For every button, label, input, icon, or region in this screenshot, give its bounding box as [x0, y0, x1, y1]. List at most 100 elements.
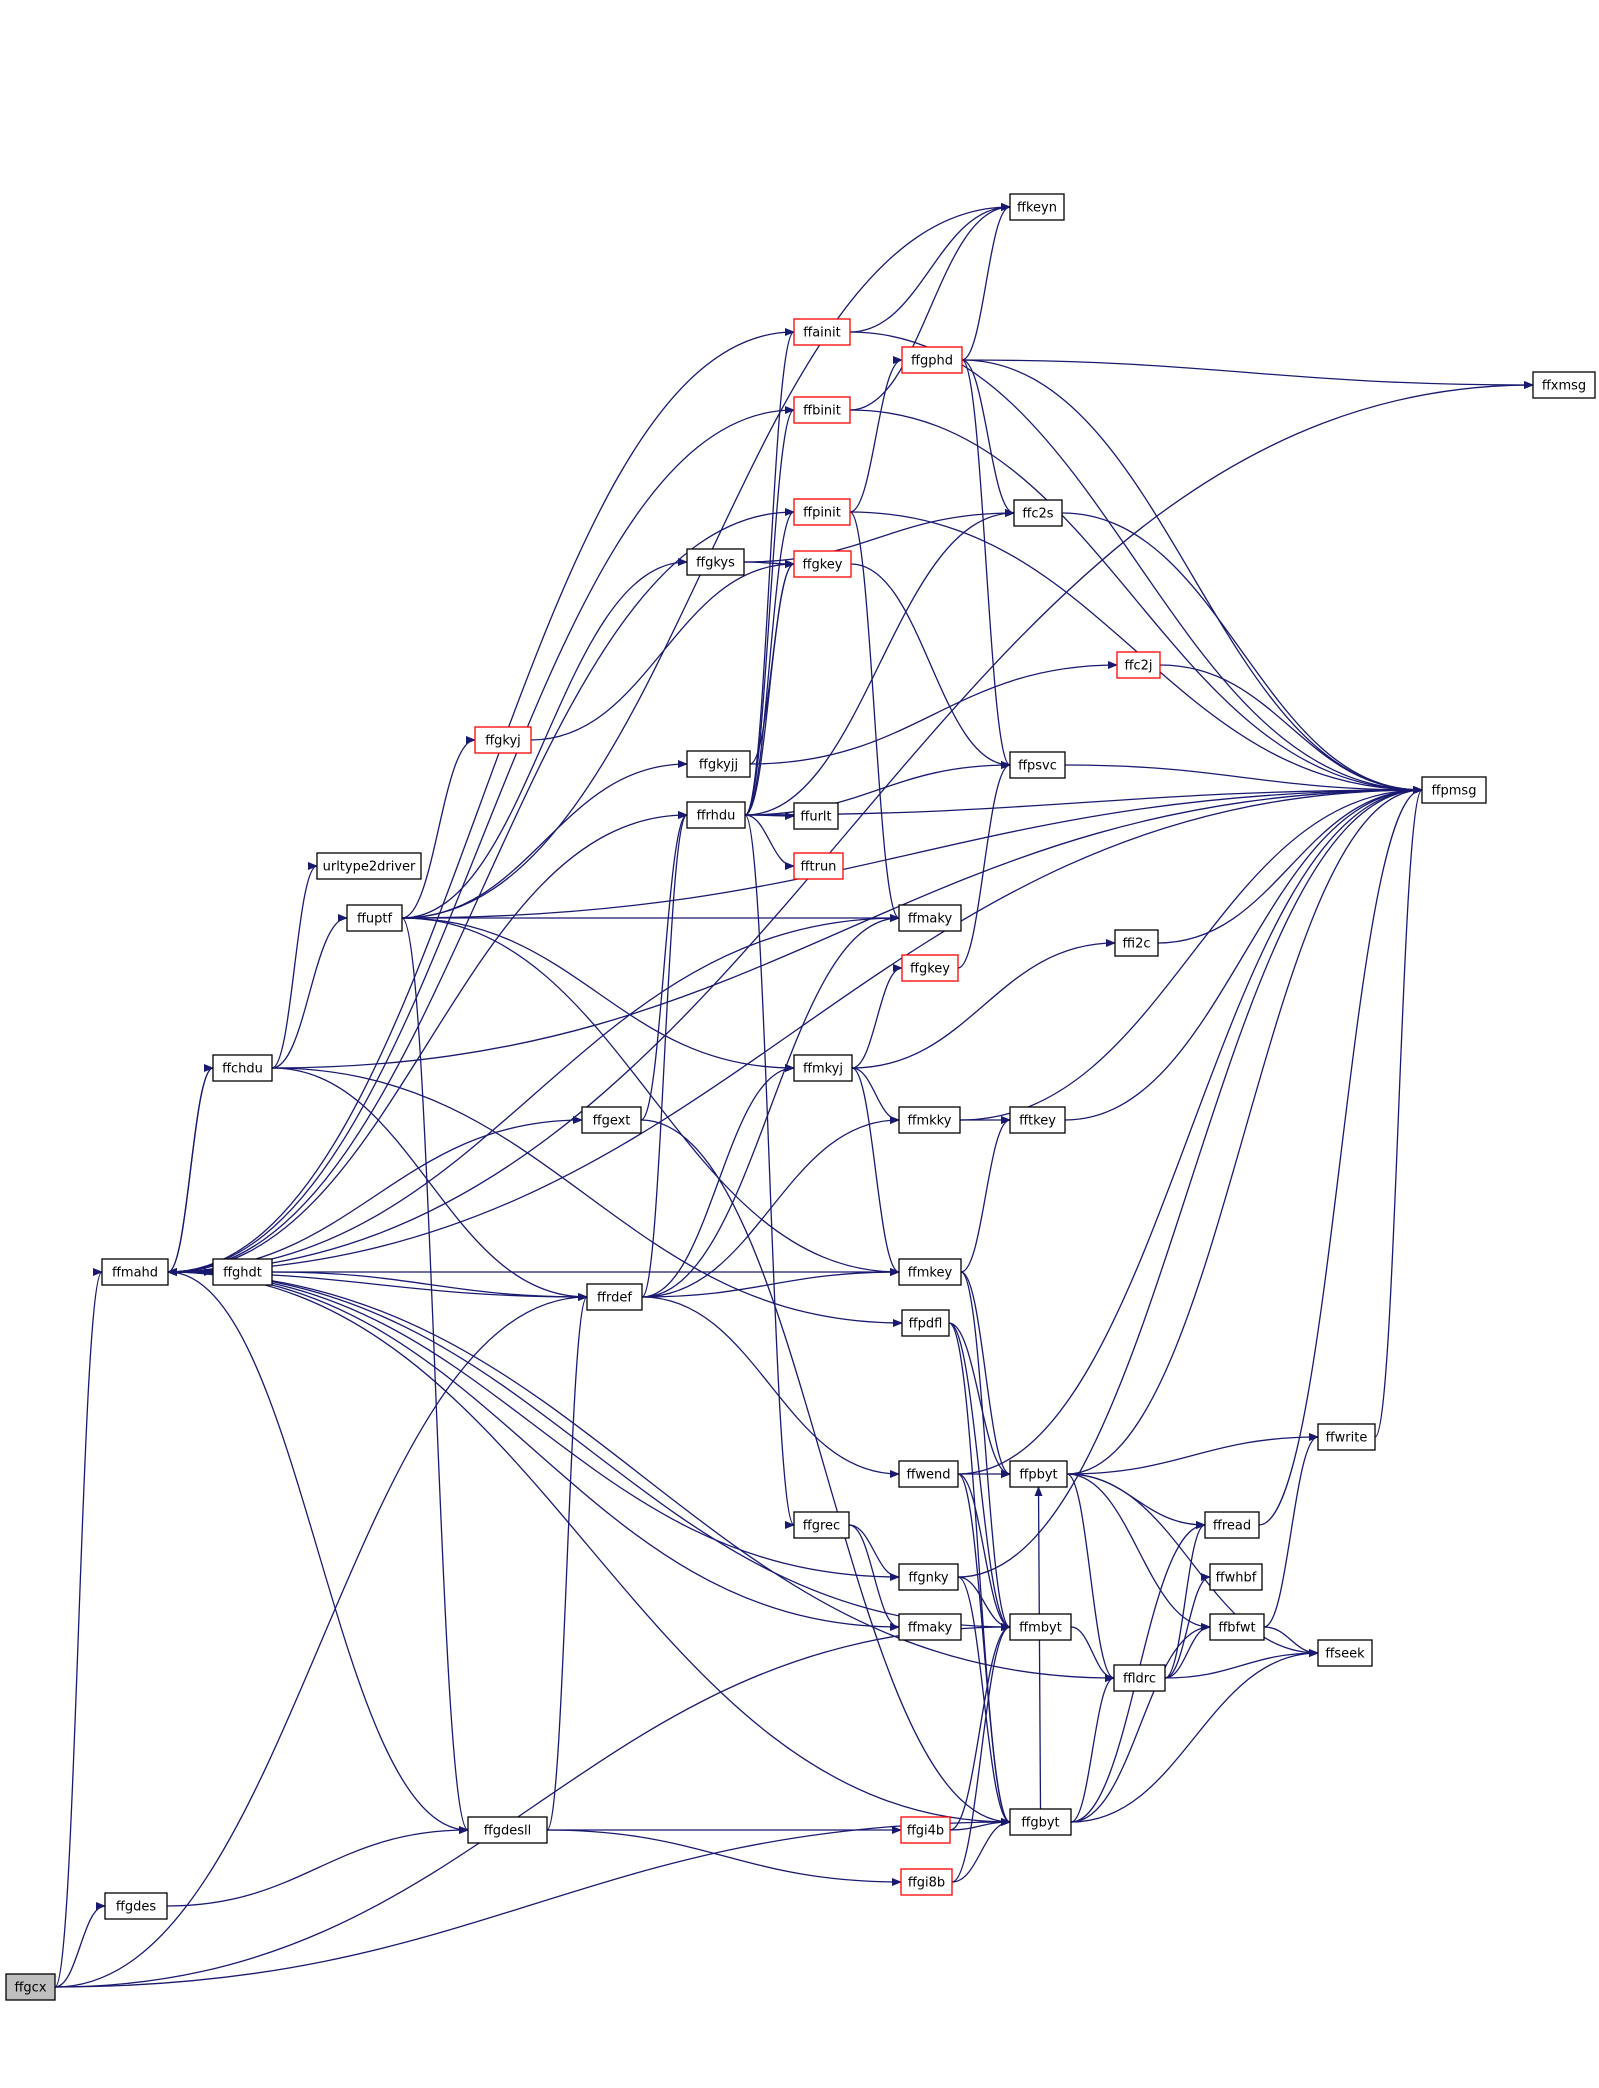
node-label[interactable]: ffainit: [803, 326, 840, 341]
node-fftkey[interactable]: fftkey: [1009, 1106, 1066, 1134]
node-label[interactable]: ffpbyt: [1019, 1468, 1057, 1483]
node-box[interactable]: [1317, 1639, 1373, 1667]
node-box[interactable]: [5, 1973, 56, 2001]
node-label[interactable]: ffgkyjj: [699, 758, 738, 773]
node-label[interactable]: ffmkky: [908, 1114, 952, 1129]
node-label[interactable]: ffpdfl: [909, 1317, 943, 1332]
node-label[interactable]: fftrun: [801, 860, 837, 875]
node-box[interactable]: [793, 396, 851, 424]
node-box[interactable]: [1009, 1460, 1068, 1488]
node-ffgkey_top[interactable]: ffgkey: [793, 550, 852, 578]
node-ffmkky[interactable]: ffmkky: [898, 1106, 961, 1134]
node-box[interactable]: [316, 852, 422, 880]
node-box[interactable]: [1009, 1106, 1066, 1134]
node-ffwrite[interactable]: ffwrite: [1317, 1423, 1376, 1451]
node-box[interactable]: [793, 550, 852, 578]
node-box[interactable]: [1532, 371, 1596, 399]
node-box[interactable]: [901, 346, 963, 374]
node-label[interactable]: ffbfwt: [1218, 1621, 1255, 1636]
node-box[interactable]: [212, 1258, 273, 1286]
node-ffgi8b[interactable]: ffgi8b: [900, 1868, 953, 1896]
node-box[interactable]: [900, 1868, 953, 1896]
node-ffghdt[interactable]: ffghdt: [212, 1258, 273, 1286]
node-label[interactable]: fftkey: [1019, 1114, 1056, 1129]
node-box[interactable]: [1421, 776, 1487, 804]
node-box[interactable]: [793, 318, 851, 346]
node-box[interactable]: [1114, 929, 1159, 957]
node-box[interactable]: [901, 954, 959, 982]
node-label[interactable]: ffwhbf: [1216, 1571, 1257, 1586]
node-ffpmsg[interactable]: ffpmsg: [1421, 776, 1487, 804]
node-ffbfwt[interactable]: ffbfwt: [1209, 1613, 1265, 1641]
node-ffpsvc[interactable]: ffpsvc: [1009, 751, 1066, 779]
node-label[interactable]: ffrdef: [597, 1291, 632, 1306]
node-label[interactable]: ffi2c: [1123, 937, 1151, 952]
node-box[interactable]: [474, 726, 532, 754]
node-label[interactable]: ffmkyj: [803, 1062, 843, 1077]
node-ffgcx[interactable]: ffgcx: [5, 1973, 56, 2001]
node-ffmahd[interactable]: ffmahd: [101, 1258, 169, 1286]
node-label[interactable]: ffwend: [906, 1468, 950, 1483]
node-box[interactable]: [898, 1613, 962, 1641]
node-ffbinit[interactable]: ffbinit: [793, 396, 851, 424]
node-label[interactable]: ffmaky: [908, 1621, 953, 1636]
node-box[interactable]: [581, 1106, 642, 1134]
node-box[interactable]: [900, 1816, 951, 1844]
node-label[interactable]: ffxmsg: [1542, 379, 1586, 394]
node-ffmbyt[interactable]: ffmbyt: [1009, 1613, 1072, 1641]
node-ffmkey[interactable]: ffmkey: [898, 1258, 962, 1286]
node-label[interactable]: ffgrec: [803, 1519, 840, 1534]
node-label[interactable]: ffc2j: [1125, 659, 1153, 674]
node-label[interactable]: ffgi4b: [907, 1824, 944, 1839]
node-ffgbyt[interactable]: ffgbyt: [1009, 1808, 1072, 1836]
node-box[interactable]: [898, 1106, 961, 1134]
node-ffgnky[interactable]: ffgnky: [898, 1563, 959, 1591]
node-ffc2j[interactable]: ffc2j: [1116, 651, 1161, 679]
node-label[interactable]: ffpmsg: [1432, 784, 1477, 799]
node-box[interactable]: [104, 1892, 168, 1920]
node-label[interactable]: ffgnky: [908, 1571, 949, 1586]
node-box[interactable]: [1204, 1511, 1260, 1539]
node-box[interactable]: [1009, 751, 1066, 779]
node-ffpdfl[interactable]: ffpdfl: [901, 1309, 950, 1337]
node-box[interactable]: [898, 1258, 962, 1286]
node-ffrdef[interactable]: ffrdef: [586, 1283, 643, 1311]
node-box[interactable]: [1013, 499, 1063, 527]
node-box[interactable]: [1209, 1613, 1265, 1641]
node-label[interactable]: ffgcx: [14, 1981, 46, 1996]
node-label[interactable]: ffmaky: [908, 912, 953, 927]
node-box[interactable]: [793, 498, 851, 526]
node-ffainit[interactable]: ffainit: [793, 318, 851, 346]
node-label[interactable]: ffgkys: [696, 556, 735, 571]
node-ffpinit[interactable]: ffpinit: [793, 498, 851, 526]
node-box[interactable]: [898, 904, 962, 932]
node-ffgphd[interactable]: ffgphd: [901, 346, 963, 374]
node-box[interactable]: [1009, 193, 1065, 221]
node-ffpbyt[interactable]: ffpbyt: [1009, 1460, 1068, 1488]
node-box[interactable]: [467, 1816, 548, 1844]
node-box[interactable]: [1209, 1563, 1263, 1591]
node-box[interactable]: [1116, 651, 1161, 679]
node-box[interactable]: [346, 904, 403, 932]
node-label[interactable]: ffpinit: [803, 506, 841, 521]
node-label[interactable]: ffghdt: [223, 1266, 262, 1281]
node-ffgkey_mid[interactable]: ffgkey: [901, 954, 959, 982]
node-ffgdesll[interactable]: ffgdesll: [467, 1816, 548, 1844]
node-ffkeyn[interactable]: ffkeyn: [1009, 193, 1065, 221]
node-label[interactable]: ffgdes: [116, 1900, 156, 1915]
node-box[interactable]: [686, 750, 751, 778]
node-label[interactable]: ffgdesll: [484, 1824, 531, 1839]
node-box[interactable]: [793, 1054, 853, 1082]
node-ffchdu[interactable]: ffchdu: [212, 1054, 273, 1082]
node-label[interactable]: ffread: [1213, 1519, 1251, 1534]
node-ffmaky_bot[interactable]: ffmaky: [898, 1613, 962, 1641]
node-box[interactable]: [212, 1054, 273, 1082]
node-label[interactable]: ffgi8b: [908, 1876, 945, 1891]
node-ffgkys[interactable]: ffgkys: [686, 548, 745, 576]
node-ffgkyj_r[interactable]: ffgkyj: [474, 726, 532, 754]
node-label[interactable]: ffgkey: [803, 558, 843, 573]
node-ffldrc[interactable]: ffldrc: [1113, 1664, 1166, 1692]
node-box[interactable]: [1317, 1423, 1376, 1451]
node-box[interactable]: [898, 1563, 959, 1591]
node-ffwhbf[interactable]: ffwhbf: [1209, 1563, 1263, 1591]
